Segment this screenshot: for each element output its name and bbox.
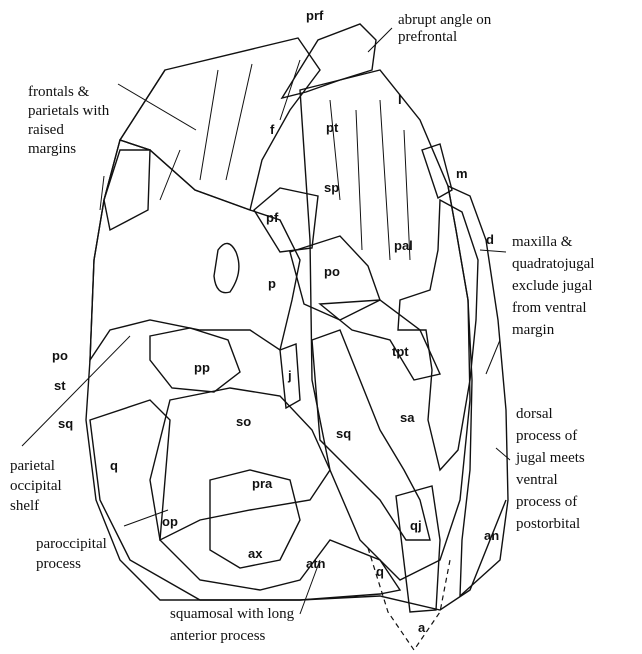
bone-label-op: op [162, 514, 178, 529]
quadratojugal-shape [396, 486, 440, 612]
bone-label-a: a [418, 620, 426, 635]
annotation-paroccipital: paroccipital process [36, 536, 111, 572]
bone-label-m: m [456, 166, 468, 181]
occipital-region-shape [90, 400, 400, 600]
bone-label-prf: prf [306, 8, 324, 23]
annotation-dorsal-process: dorsal process of jugal meets ventral pr… [515, 406, 588, 532]
bone-label-q-bottom: q [376, 564, 384, 579]
bone-label-d: d [486, 232, 494, 247]
bone-label-p: p [268, 276, 276, 291]
bone-label-pal: pal [394, 238, 413, 253]
annotation-abrupt-angle: abrupt angle on prefrontal [398, 12, 495, 45]
prefrontal-bone-shape [282, 24, 376, 98]
bone-label-po-right: po [324, 264, 340, 279]
bone-label-an: an [484, 528, 499, 543]
pineal-foramen-shape [214, 243, 239, 292]
bone-label-pf: pf [266, 210, 279, 225]
bone-label-pra: pra [252, 476, 273, 491]
bone-label-f: f [270, 122, 275, 137]
bone-label-qj: qj [410, 518, 422, 533]
bone-label-so: so [236, 414, 251, 429]
annotation-parietal-shelf: parietal occipital shelf [10, 458, 65, 514]
bone-label-pp: pp [194, 360, 210, 375]
bone-label-po-left: po [52, 348, 68, 363]
palate-region-shape [300, 70, 470, 580]
bone-label-ax: ax [248, 546, 263, 561]
annotation-maxilla: maxilla & quadratojugal exclude jugal fr… [512, 234, 598, 338]
bone-label-atn: atn [306, 556, 326, 571]
bone-label-sq-right: sq [336, 426, 351, 441]
annotation-squamosal: squamosal with long anterior process [170, 606, 298, 644]
jugal-shape [312, 330, 430, 540]
bone-label-q-left: q [110, 458, 118, 473]
bone-label-st: st [54, 378, 66, 393]
bone-label-tpt: tpt [392, 344, 409, 359]
bone-label-j: j [287, 368, 292, 383]
bone-label-l: l [398, 92, 402, 107]
parietal-bone-shape [90, 140, 300, 360]
annotation-frontals: frontals & parietals with raised margins [28, 84, 113, 157]
bone-label-sp: sp [324, 180, 339, 195]
lavender-maxilla-strip [422, 144, 452, 198]
lavender-bone-shape [320, 300, 440, 380]
bone-labels: prf l pt f m pf sp pal d p po po pp tpt … [52, 8, 499, 635]
bone-label-sq-left: sq [58, 416, 73, 431]
postfrontal-left-shape [104, 150, 150, 230]
frontal-bone-shape [120, 38, 320, 210]
bone-label-sa: sa [400, 410, 415, 425]
bone-label-pt: pt [326, 120, 339, 135]
